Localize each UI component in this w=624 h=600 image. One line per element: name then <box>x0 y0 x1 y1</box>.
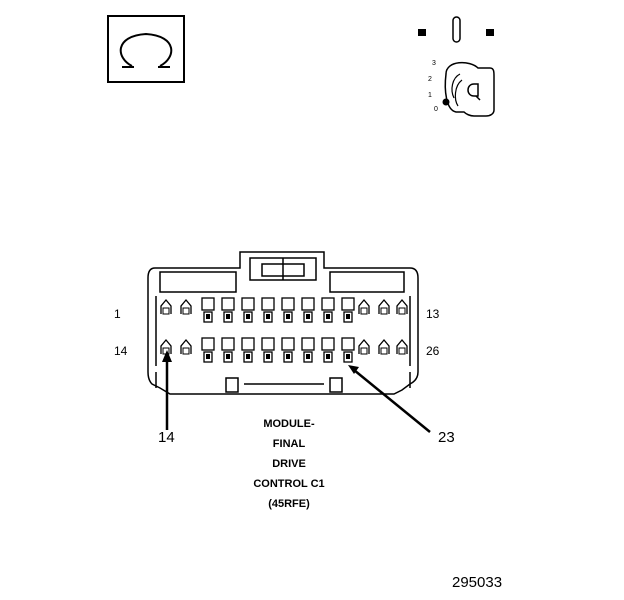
ignition-position-3: 3 <box>432 60 436 67</box>
cavity <box>341 297 355 323</box>
figure-id: 295033 <box>452 574 503 591</box>
caption-line: DRIVE <box>272 458 306 470</box>
pin-label-14: 14 <box>114 344 128 358</box>
cavity <box>261 297 275 323</box>
caption-line: MODULE- <box>263 418 315 430</box>
cavity <box>201 337 215 363</box>
cavity <box>241 297 255 323</box>
cavity <box>301 337 315 363</box>
cavity <box>221 337 235 363</box>
cavity <box>281 337 295 363</box>
cavity <box>281 297 295 323</box>
cavity <box>261 337 275 363</box>
cavity <box>378 298 390 315</box>
cavity <box>201 297 215 323</box>
callout-number-14: 14 <box>158 429 175 446</box>
cavity <box>221 297 235 323</box>
caption-line: (45RFE) <box>268 498 310 510</box>
ohm-icon <box>107 15 185 83</box>
connector-caption: MODULE- FINAL DRIVE CONTROL C1 (45RFE) <box>214 414 364 514</box>
cavity <box>358 298 370 315</box>
cavity <box>396 338 408 355</box>
cavity <box>358 338 370 355</box>
cavity <box>160 298 172 315</box>
cavity <box>180 298 192 315</box>
callout-number-23: 23 <box>438 429 455 446</box>
cavity <box>160 338 172 355</box>
connector-body <box>147 251 419 395</box>
callout-leader-14 <box>162 350 172 430</box>
ignition-key-icon <box>418 16 495 117</box>
ignition-position-1: 1 <box>428 92 432 99</box>
cavity <box>341 337 355 363</box>
cavity <box>180 338 192 355</box>
cavity <box>396 298 408 315</box>
pin-label-13: 13 <box>426 307 440 321</box>
callout-leader-23 <box>348 365 431 433</box>
cavity <box>321 297 335 323</box>
caption-line: FINAL <box>272 438 306 450</box>
pin-label-26: 26 <box>426 344 440 358</box>
cavity <box>241 337 255 363</box>
cavity <box>321 337 335 363</box>
cavity <box>378 338 390 355</box>
cavity <box>301 297 315 323</box>
ignition-position-2: 2 <box>428 76 432 83</box>
caption-line: CONTROL C1 <box>253 478 325 490</box>
ignition-position-0: 0 <box>434 106 438 113</box>
pin-label-1: 1 <box>114 307 121 321</box>
connector-cavities <box>160 297 408 363</box>
